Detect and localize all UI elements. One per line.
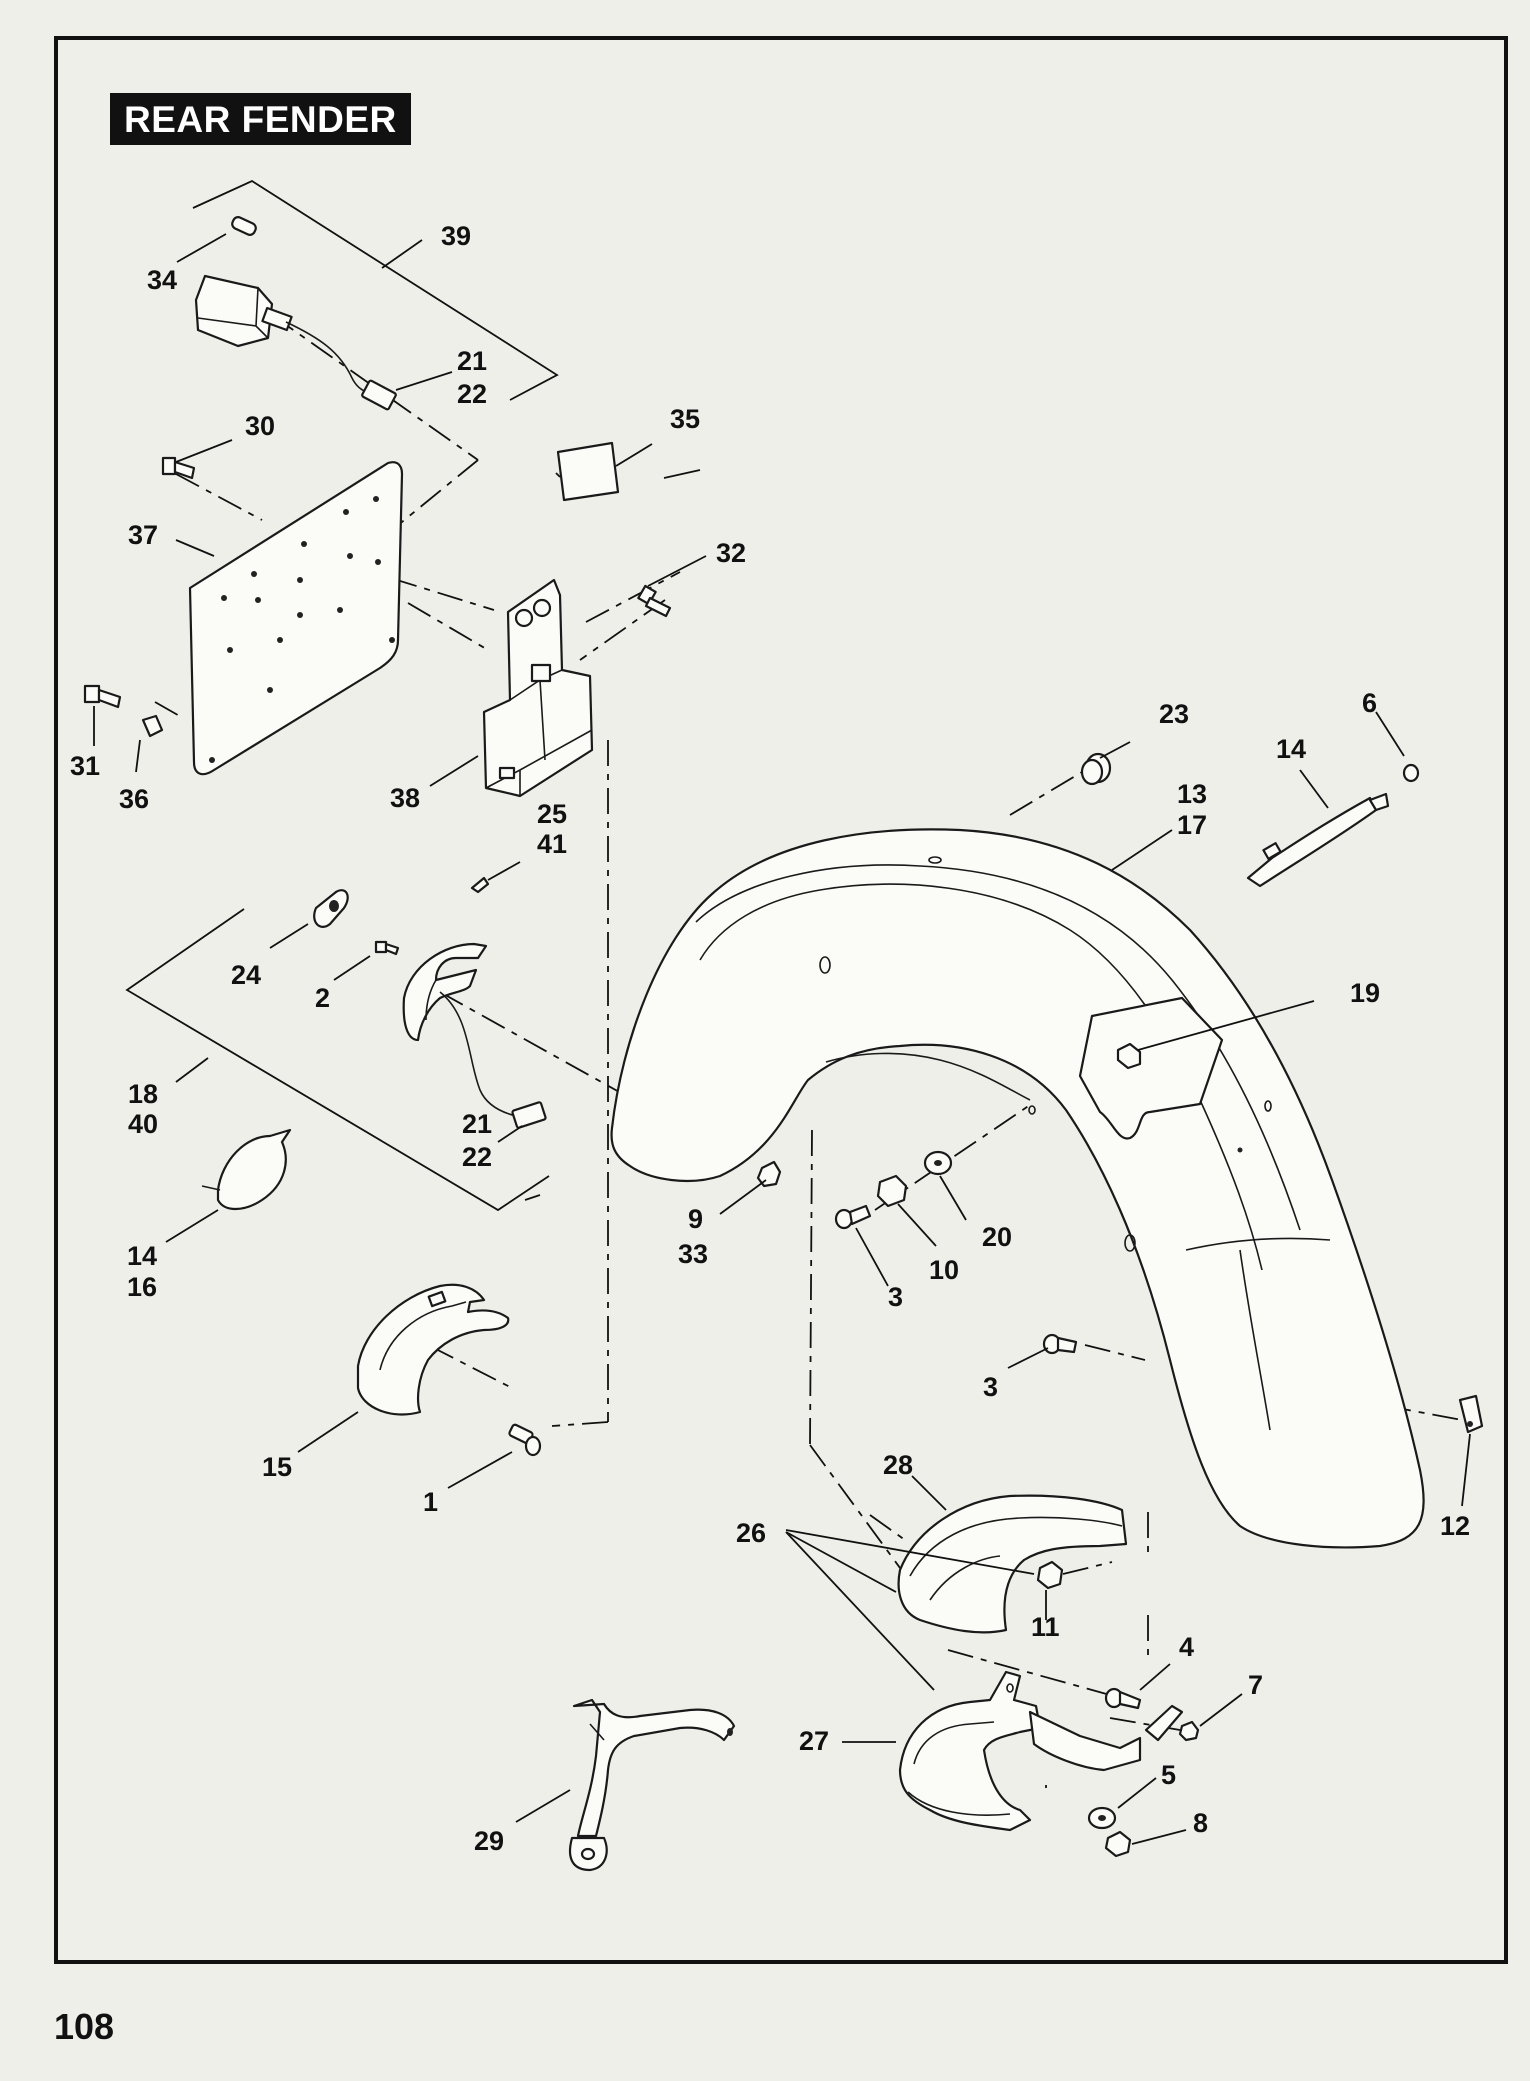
callout-17: 17 xyxy=(1177,810,1207,840)
lens-14-16-icon xyxy=(201,1128,292,1211)
callout-21-lower: 21 xyxy=(462,1109,492,1139)
callout-40: 40 xyxy=(128,1109,158,1139)
mounting-bracket-38-icon xyxy=(482,578,594,798)
callout-33: 33 xyxy=(678,1239,708,1269)
rail-cover-28-icon xyxy=(897,1494,1128,1634)
bushing-23-icon xyxy=(1080,752,1112,786)
callout-20: 20 xyxy=(982,1222,1012,1252)
callout-7: 7 xyxy=(1248,1670,1263,1700)
callout-31: 31 xyxy=(70,751,100,781)
callout-14-top: 14 xyxy=(1276,734,1306,764)
screw-4-icon xyxy=(1104,1687,1142,1710)
screw-2-icon xyxy=(374,940,400,956)
callout-39: 39 xyxy=(441,221,471,251)
callout-16: 16 xyxy=(127,1272,157,1302)
callout-41: 41 xyxy=(537,829,567,859)
leader-lines xyxy=(93,233,1471,1845)
mounting-plate-19-icon xyxy=(1078,996,1224,1140)
nut-11-icon xyxy=(1036,1560,1064,1590)
callout-28: 28 xyxy=(883,1450,913,1480)
callout-1: 1 xyxy=(423,1487,438,1517)
callout-4: 4 xyxy=(1179,1632,1194,1662)
callouts: 39 34 21 22 30 35 37 32 31 36 38 25 41 2… xyxy=(70,221,1470,1856)
callout-37: 37 xyxy=(128,520,158,550)
callout-2: 2 xyxy=(315,983,330,1013)
callout-3: 3 xyxy=(888,1282,903,1312)
callout-26: 26 xyxy=(736,1518,766,1548)
callout-14-lower: 14 xyxy=(127,1241,157,1271)
callout-9: 9 xyxy=(688,1204,703,1234)
callout-18: 18 xyxy=(128,1079,158,1109)
screw-31-icon xyxy=(83,684,122,709)
rail-support-27-icon xyxy=(898,1670,1184,1832)
gasket-24-icon xyxy=(313,889,349,928)
group-bracket-18-40 xyxy=(125,908,550,1212)
page-number: 108 xyxy=(54,2006,115,2047)
page-frame xyxy=(54,36,1508,1964)
clip-nut-36-icon xyxy=(141,714,164,738)
screw-3a-icon xyxy=(834,1204,872,1230)
callout-21: 21 xyxy=(457,346,487,376)
rear-fender-13-17-icon xyxy=(610,828,1425,1549)
callout-22: 22 xyxy=(457,379,487,409)
callout-34: 34 xyxy=(147,265,177,295)
washer-20-icon xyxy=(923,1150,953,1176)
screw-1-icon xyxy=(508,1423,542,1457)
callout-13: 13 xyxy=(1177,779,1207,809)
stud-25-41-icon xyxy=(470,876,490,894)
bulb-34-icon xyxy=(231,216,257,236)
clip-12-icon xyxy=(1458,1394,1484,1434)
callout-15: 15 xyxy=(262,1452,292,1482)
bracket-29-icon xyxy=(568,1698,736,1872)
callout-30: 30 xyxy=(245,411,275,441)
callout-10: 10 xyxy=(929,1255,959,1285)
tail-lamp-18-40-icon xyxy=(402,942,547,1129)
callout-11: 11 xyxy=(1031,1612,1060,1642)
lamp-cover-15-icon xyxy=(356,1283,510,1416)
callout-19: 19 xyxy=(1350,978,1380,1008)
nut-6-icon xyxy=(1402,763,1420,783)
screw-32-icon xyxy=(637,584,672,618)
callout-23: 23 xyxy=(1159,699,1189,729)
screw-3b-icon xyxy=(1042,1333,1078,1355)
page-title: REAR FENDER xyxy=(110,93,411,145)
callout-12: 12 xyxy=(1440,1511,1470,1541)
nut-8-icon xyxy=(1104,1830,1132,1858)
callout-35: 35 xyxy=(670,404,700,434)
callout-6: 6 xyxy=(1362,688,1377,718)
callout-25: 25 xyxy=(537,799,567,829)
license-lamp-39-icon xyxy=(194,274,397,411)
callout-27: 27 xyxy=(799,1726,829,1756)
callout-24: 24 xyxy=(231,960,261,990)
license-plate-37-icon xyxy=(188,461,404,776)
nut-9-33-icon xyxy=(756,1160,782,1188)
label-35-icon xyxy=(556,441,620,502)
callout-8: 8 xyxy=(1193,1808,1208,1838)
callout-32: 32 xyxy=(716,538,746,568)
callout-38: 38 xyxy=(390,783,420,813)
callout-22-lower: 22 xyxy=(462,1142,492,1172)
callout-36: 36 xyxy=(119,784,149,814)
group-bracket-39 xyxy=(192,179,559,401)
screw-30-icon xyxy=(161,456,196,480)
callout-3-lower: 3 xyxy=(983,1372,998,1402)
strap-14-icon xyxy=(1246,792,1390,888)
callout-29: 29 xyxy=(474,1826,504,1856)
nut-7-icon xyxy=(1178,1720,1200,1742)
washer-5-icon xyxy=(1087,1806,1117,1830)
callout-5: 5 xyxy=(1161,1760,1176,1790)
nut-10-icon xyxy=(876,1174,908,1208)
